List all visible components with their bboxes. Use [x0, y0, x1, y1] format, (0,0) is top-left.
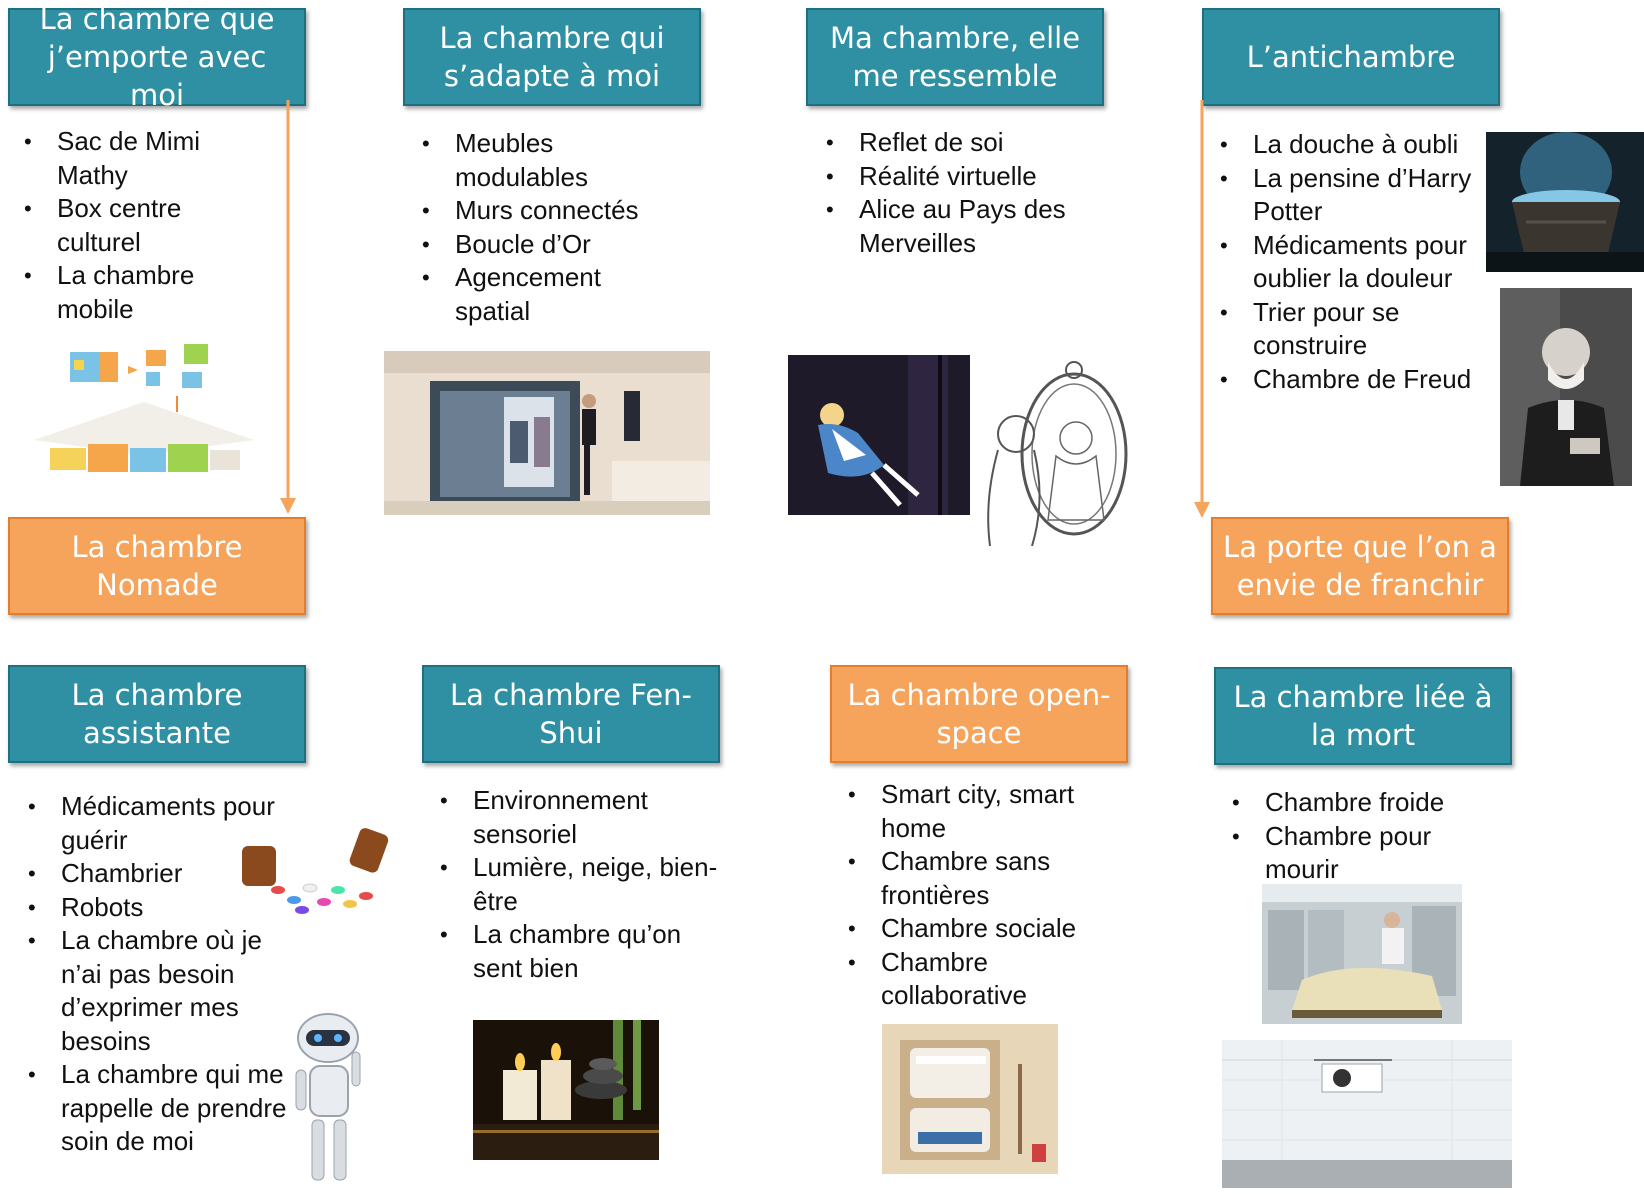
cold-room-photo — [1222, 1040, 1512, 1188]
alice-falling-image — [788, 355, 970, 515]
connected-wall-photo — [384, 351, 710, 515]
robot-image — [286, 1012, 382, 1194]
list-item: Chambre froide — [1232, 786, 1472, 820]
list-item: Environnement sensoriel — [440, 784, 720, 851]
list-ressemble: Reflet de soi Réalité virtuelle Alice au… — [826, 126, 1116, 260]
list-item: Alice au Pays des Merveilles — [826, 193, 1116, 260]
list-item: Chambrier — [28, 857, 290, 891]
list-item: Meubles modulables — [422, 127, 682, 194]
box-label: L’antichambre — [1246, 40, 1456, 74]
box-chambre-mort: La chambre liée à la mort — [1214, 667, 1512, 765]
list-item: La chambre mobile — [24, 259, 234, 326]
box-label: La chambre assistante — [71, 678, 243, 750]
box-label: La chambre Nomade — [71, 530, 243, 602]
capsule-room-photo — [882, 1024, 1058, 1174]
list-item: Chambre collaborative — [848, 946, 1110, 1013]
list-emporte: Sac de Mimi Mathy Box centre culturel La… — [24, 125, 234, 326]
box-label: La chambre Fen-Shui — [449, 678, 693, 750]
morgue-photo — [1262, 884, 1462, 1024]
list-item: Sac de Mimi Mathy — [24, 125, 234, 192]
list-item: Boucle d’Or — [422, 228, 682, 262]
box-chambre-adapte: La chambre qui s’adapte à moi — [403, 8, 701, 106]
box-chambre-emporte: La chambre que j’emporte avec moi — [8, 2, 306, 112]
list-item: Agencement spatial — [422, 261, 682, 328]
box-chambre-assistante: La chambre assistante — [8, 665, 306, 763]
freud-portrait — [1500, 288, 1632, 486]
list-item: La douche à oubli — [1220, 128, 1488, 162]
list-item: Médicaments pour guérir — [28, 790, 290, 857]
box-chambre-nomade: La chambre Nomade — [8, 517, 306, 615]
list-antichambre: La douche à oubli La pensine d’Harry Pot… — [1220, 128, 1488, 396]
box-porte-franchir: La porte que l’on a envie de franchir — [1211, 517, 1509, 615]
mirror-princess-drawing — [976, 350, 1138, 546]
list-item: Réalité virtuelle — [826, 160, 1116, 194]
list-item: La pensine d’Harry Potter — [1220, 162, 1488, 229]
list-adapte: Meubles modulables Murs connectés Boucle… — [422, 127, 682, 328]
list-item: Chambre pour mourir — [1232, 820, 1472, 887]
list-item: Smart city, smart home — [848, 778, 1110, 845]
box-label: La porte que l’on a envie de franchir — [1223, 530, 1497, 602]
pills-image — [238, 820, 392, 920]
list-item: Chambre sociale — [848, 912, 1110, 946]
list-openspace: Smart city, smart home Chambre sans fron… — [848, 778, 1110, 1013]
box-label: La chambre que j’emporte avec moi — [39, 2, 275, 112]
box-chambre-ressemble: Ma chambre, elle me ressemble — [806, 8, 1104, 106]
box-label: La chambre qui s’adapte à moi — [439, 21, 665, 93]
box-label: La chambre open-space — [847, 678, 1111, 750]
list-assistante: Médicaments pour guérir Chambrier Robots… — [28, 790, 290, 1159]
list-item: Trier pour se construire — [1220, 296, 1488, 363]
list-fenshui: Environnement sensoriel Lumière, neige, … — [440, 784, 720, 985]
list-item: La chambre qui me rappelle de prendre so… — [28, 1058, 290, 1159]
list-item: Box centre culturel — [24, 192, 234, 259]
arrow-emporte-to-nomade — [280, 100, 296, 514]
box-chambre-fenshui: La chambre Fen-Shui — [422, 665, 720, 763]
list-item: La chambre où je n’ai pas besoin d’expri… — [28, 924, 290, 1058]
list-item: Robots — [28, 891, 290, 925]
box-label: Ma chambre, elle me ressemble — [829, 21, 1081, 93]
list-item: Lumière, neige, bien-être — [440, 851, 720, 918]
box-antichambre: L’antichambre — [1202, 8, 1500, 106]
box-chambre-openspace: La chambre open-space — [830, 665, 1128, 763]
list-mort: Chambre froide Chambre pour mourir — [1232, 786, 1472, 887]
candles-stones-image — [473, 1020, 659, 1160]
list-item: La chambre qu’on sent bien — [440, 918, 720, 985]
list-item: Médicaments pour oublier la douleur — [1220, 229, 1488, 296]
box-label: La chambre liée à la mort — [1233, 680, 1493, 752]
modular-boxes-illustration — [34, 340, 254, 485]
list-item: Chambre sans frontières — [848, 845, 1110, 912]
list-item: Murs connectés — [422, 194, 682, 228]
list-item: Reflet de soi — [826, 126, 1116, 160]
list-item: Chambre de Freud — [1220, 363, 1488, 397]
pensieve-image — [1486, 132, 1644, 272]
arrow-antichambre-to-porte — [1194, 100, 1210, 518]
